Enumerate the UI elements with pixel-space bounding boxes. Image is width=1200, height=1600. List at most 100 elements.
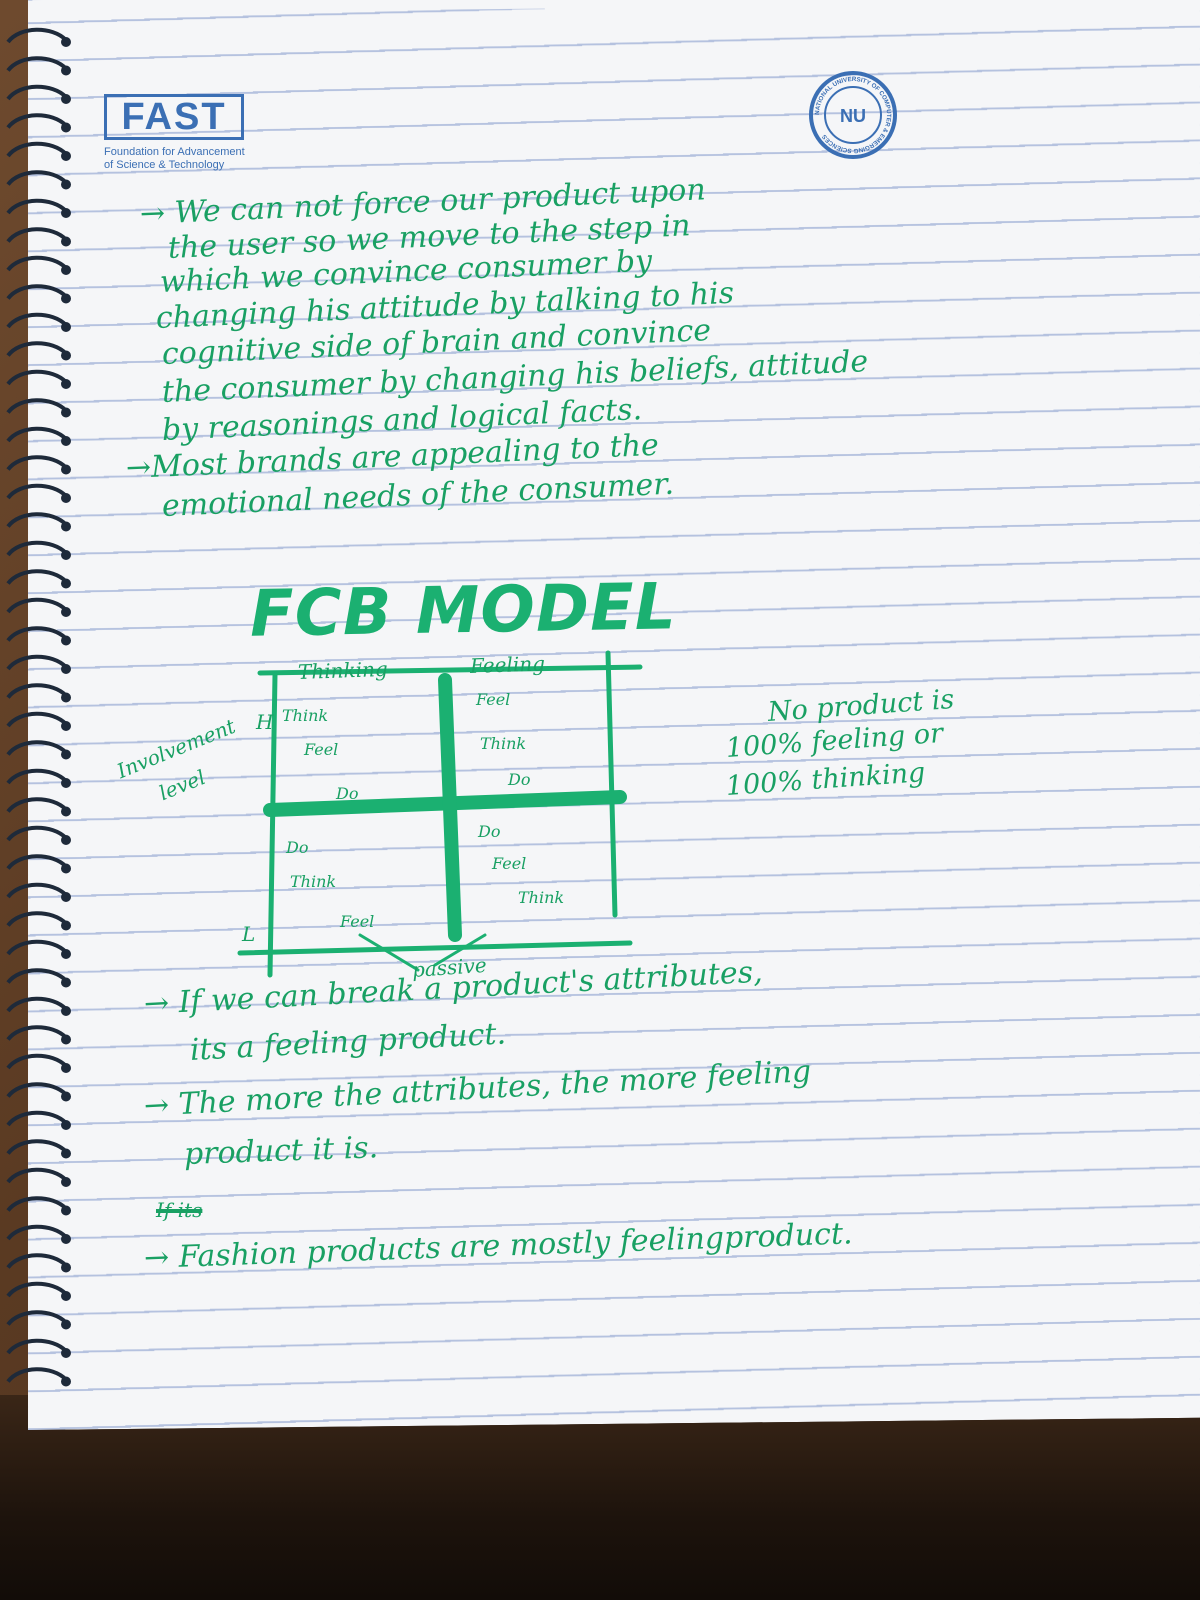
spiral-hole [61,1063,71,1073]
spiral-hole [61,1034,71,1045]
logo-wordmark: FAST [104,94,244,140]
spiral-ring [6,711,68,728]
spiral-ring [6,882,68,899]
q2-step-2: Think [480,734,527,753]
spiral-ring [6,1338,68,1355]
spiral-ring [6,1110,68,1127]
spiral-ring [6,797,68,813]
spiral-ring [6,341,68,357]
spiral-hole [61,151,71,161]
logo-subtitle-2: of Science & Technology [104,159,225,171]
spiral-ring [6,1310,68,1326]
spiral-ring [6,312,68,329]
spiral-ring [6,1367,68,1383]
spiral-hole [61,863,71,874]
spiral-ring [6,740,68,756]
spiral-hole [61,1091,71,1102]
spiral-ring [6,1224,68,1241]
spiral-hole [61,293,71,304]
spiral-hole [61,778,71,788]
spiral-hole [61,379,71,389]
spiral-hole [61,1177,71,1187]
spiral-ring [6,56,68,72]
spiral-hole [61,521,71,532]
spiral-hole [61,578,71,589]
spiral-ring [6,170,68,186]
spiral-ring [6,1139,68,1155]
spiral-ring [6,569,68,585]
spiral-ring [6,113,68,129]
spiral-hole [61,1148,71,1159]
spiral-hole [61,550,71,560]
spiral-ring [6,597,68,614]
spiral-binding-icon [6,27,71,1387]
spiral-hole [61,1376,71,1387]
q3-step-1: Do [286,838,309,857]
spiral-hole [61,920,71,931]
spiral-ring [6,825,68,842]
spiral-ring [6,27,68,44]
spiral-ring [6,1253,68,1269]
q3-step-2: Think [290,872,337,891]
spiral-hole [61,607,71,617]
spiral-hole [61,1006,71,1016]
spiral-ring [6,1196,68,1212]
q2-step-1: Feel [476,690,511,709]
spiral-hole [61,236,71,247]
model-title: FCB MODEL [249,570,678,652]
spiral-ring [6,369,68,386]
q4-step-2: Feel [492,854,527,873]
spiral-hole [61,1120,71,1130]
q1-step-3: Do [336,784,359,803]
spiral-ring [6,1082,68,1098]
spiral-hole [61,1205,71,1216]
spiral-ring [6,141,68,158]
spiral-hole [61,806,71,817]
spiral-hole [61,493,71,503]
spiral-ring [6,255,68,272]
spiral-hole [61,265,71,275]
fcb-grid [237,650,643,978]
q4-step-1: Do [478,822,501,841]
spiral-hole [61,749,71,760]
spiral-hole [61,179,71,190]
spiral-ring [6,426,68,443]
university-seal-icon: NATIONAL UNIVERSITY OF COMPUTER & EMERGI… [809,71,897,159]
struck-out-text: If its [156,1198,203,1222]
spiral-ring [6,1167,68,1184]
spiral-hole [61,37,71,47]
spiral-hole [61,1291,71,1301]
spiral-hole [61,208,71,218]
spiral-hole [61,1319,71,1330]
spiral-hole [61,65,71,76]
col-label-feeling: Feeling [469,651,546,678]
q1-step-1: Think [282,706,329,725]
spiral-hole [61,1262,71,1273]
spiral-ring [6,1281,68,1298]
spiral-hole [61,407,71,418]
spiral-ring [6,654,68,671]
spiral-ring [6,854,68,870]
spiral-ring [6,284,68,300]
row-label-low: L [242,922,256,946]
q4-step-3: Think [518,888,565,907]
spiral-hole [61,892,71,902]
spiral-ring [6,939,68,956]
spiral-hole [61,436,71,446]
spiral-ring [6,968,68,984]
spiral-hole [61,94,71,104]
fast-logo: FAST Foundation for Advancement of Scien… [104,94,245,172]
spiral-ring [6,1053,68,1070]
spiral-hole [61,122,71,133]
spiral-hole [61,635,71,646]
spiral-hole [61,692,71,703]
spiral-ring [6,768,68,785]
spiral-ring [6,1025,68,1041]
spiral-hole [61,322,71,332]
spiral-ring [6,540,68,557]
logo-subtitle-1: Foundation for Advancement [104,146,245,158]
q3-step-3: Feel [340,912,375,931]
spiral-ring [6,626,68,642]
spiral-hole [61,949,71,959]
spiral-hole [61,1234,71,1244]
